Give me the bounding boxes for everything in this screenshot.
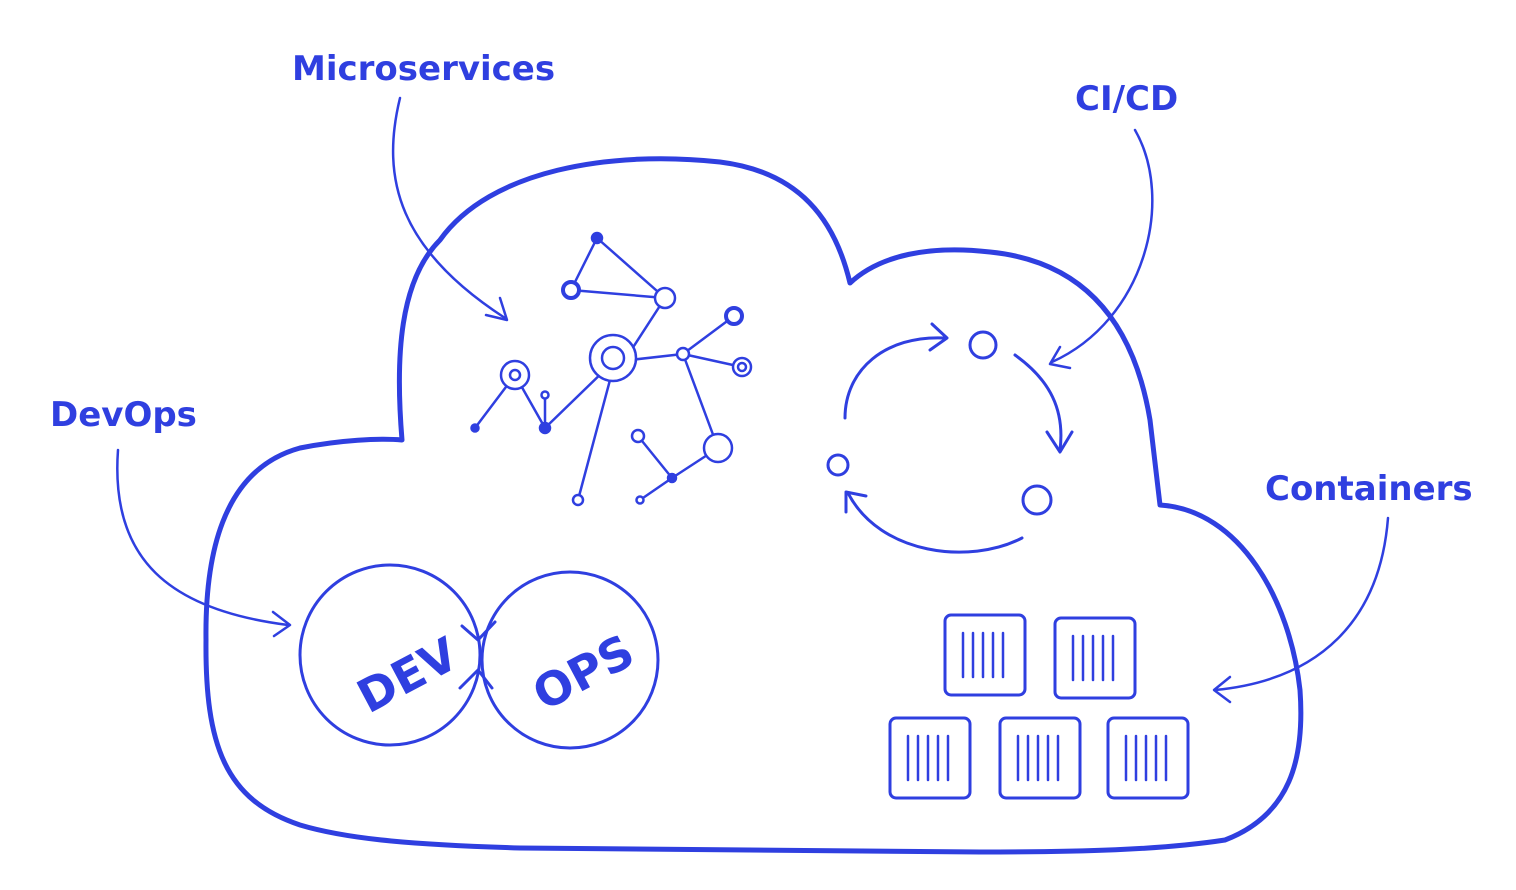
container-box bbox=[888, 716, 972, 800]
containers-arrowhead bbox=[1212, 675, 1232, 704]
cycle-arrowhead bbox=[928, 322, 949, 352]
container-box bbox=[998, 716, 1082, 800]
dev-label: DEV bbox=[348, 627, 467, 724]
cycle-arrowhead bbox=[1045, 430, 1074, 454]
loop-arrowhead bbox=[458, 668, 494, 690]
microservices-network-icon bbox=[470, 231, 753, 507]
cicd-cycle-icon bbox=[826, 322, 1074, 554]
devops-arrowhead bbox=[271, 610, 292, 638]
cycle-arrowhead bbox=[844, 490, 868, 514]
microservices-arrowhead bbox=[484, 296, 509, 322]
container-box bbox=[943, 613, 1027, 697]
cicd-arrowhead bbox=[1048, 345, 1072, 370]
network-node-inner bbox=[508, 368, 522, 382]
devops-label: DevOps bbox=[50, 395, 197, 435]
devops-arrow bbox=[116, 448, 290, 627]
cycle-arrow bbox=[1013, 353, 1063, 452]
containers-arrow bbox=[1213, 516, 1390, 692]
network-node bbox=[470, 423, 480, 433]
cicd-label: CI/CD bbox=[1075, 79, 1178, 119]
container-outline bbox=[1053, 616, 1137, 700]
network-edge bbox=[569, 236, 667, 300]
network-node bbox=[702, 432, 734, 464]
container-outline bbox=[888, 716, 972, 800]
network-node bbox=[635, 495, 645, 505]
loop-arrowhead bbox=[460, 620, 497, 642]
network-node bbox=[561, 280, 581, 300]
network-node bbox=[724, 306, 744, 326]
network-node bbox=[590, 231, 604, 245]
cycle-arrow bbox=[843, 336, 947, 420]
cloud-outline bbox=[203, 156, 1304, 855]
container-stack-icon bbox=[888, 613, 1190, 800]
network-node bbox=[571, 493, 585, 507]
cycle-arrow bbox=[846, 491, 1024, 554]
network-node bbox=[675, 346, 691, 362]
cycle-node bbox=[968, 330, 998, 360]
network-node-hub-inner bbox=[600, 345, 626, 371]
dev-loop-circle bbox=[298, 563, 482, 747]
network-edge bbox=[576, 378, 612, 502]
cicd-arrow bbox=[1050, 128, 1154, 364]
network-node bbox=[630, 428, 646, 444]
ops-label: OPS bbox=[524, 624, 643, 721]
microservices-arrow bbox=[391, 96, 507, 320]
network-node bbox=[653, 286, 677, 310]
devops-infinity-icon: DEV OPS bbox=[298, 563, 660, 750]
cycle-node bbox=[1021, 484, 1053, 516]
container-outline bbox=[1106, 716, 1190, 800]
network-node bbox=[666, 472, 678, 484]
network-node bbox=[538, 421, 552, 435]
network-node bbox=[540, 390, 550, 400]
container-box bbox=[1053, 616, 1137, 700]
ops-loop-circle bbox=[480, 570, 660, 750]
containers-label: Containers bbox=[1265, 469, 1473, 509]
cycle-node bbox=[826, 453, 850, 477]
microservices-label: Microservices bbox=[292, 49, 555, 89]
container-outline bbox=[943, 613, 1027, 697]
container-outline bbox=[998, 716, 1082, 800]
network-edge bbox=[628, 314, 744, 450]
network-node-inner bbox=[736, 361, 748, 373]
container-box bbox=[1106, 716, 1190, 800]
